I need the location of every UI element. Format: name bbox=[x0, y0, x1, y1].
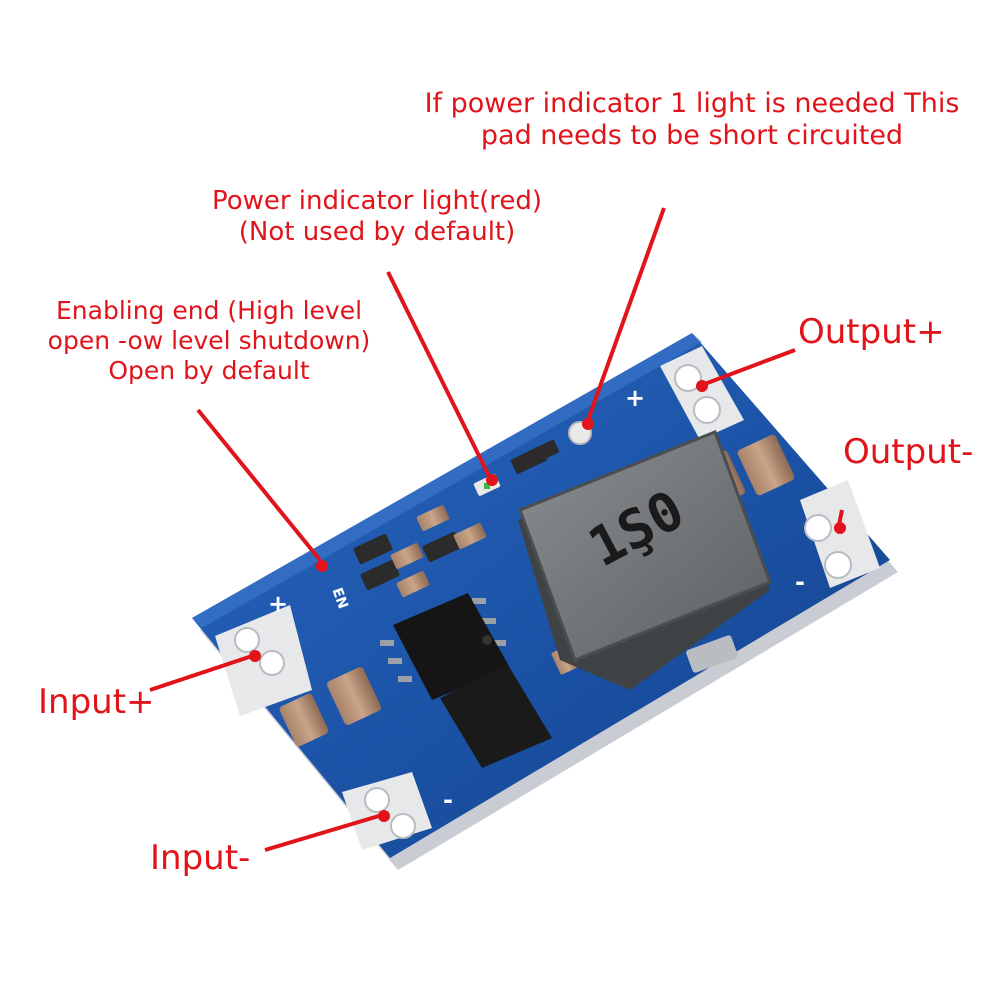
callout-dots bbox=[249, 380, 846, 822]
inductor: 1Ş0 bbox=[518, 430, 772, 690]
annotation-input-minus: Input- bbox=[150, 838, 251, 878]
annotation-enable: Enabling end (High level open -ow level … bbox=[20, 296, 398, 386]
silk-enable: EN bbox=[328, 586, 350, 611]
annotation-output-minus: Output- bbox=[843, 432, 974, 472]
annotation-power-led-line-2: (Not used by default) bbox=[238, 217, 516, 248]
silk-output-minus: - bbox=[795, 568, 805, 596]
annotation-enable-line-3: Open by default bbox=[108, 356, 310, 385]
silk-input-plus: + bbox=[268, 590, 288, 618]
annotation-input-plus: Input+ bbox=[38, 682, 155, 722]
annotation-pad-short-line-2: pad needs to be short circuited bbox=[480, 120, 904, 152]
annotation-enable-line-1: Enabling end (High level bbox=[55, 296, 363, 325]
silk-output-plus: + bbox=[625, 384, 645, 412]
silkscreen: + - + - EN bbox=[268, 384, 805, 814]
annotation-power-led: Power indicator light(red) (Not used by … bbox=[188, 186, 566, 248]
annotation-pad-short: If power indicator 1 light is needed Thi… bbox=[412, 88, 972, 153]
callout-lines bbox=[149, 207, 844, 852]
annotation-output-plus: Output+ bbox=[798, 312, 945, 352]
annotation-power-led-line-1: Power indicator light(red) bbox=[211, 186, 543, 216]
input-pads bbox=[215, 605, 432, 850]
silk-input-minus: - bbox=[443, 786, 453, 814]
ic-chips bbox=[380, 593, 552, 768]
annotation-enable-line-2: open -ow level shutdown) bbox=[47, 326, 371, 355]
annotation-pad-short-line-1: If power indicator 1 light is needed Thi… bbox=[424, 88, 960, 119]
